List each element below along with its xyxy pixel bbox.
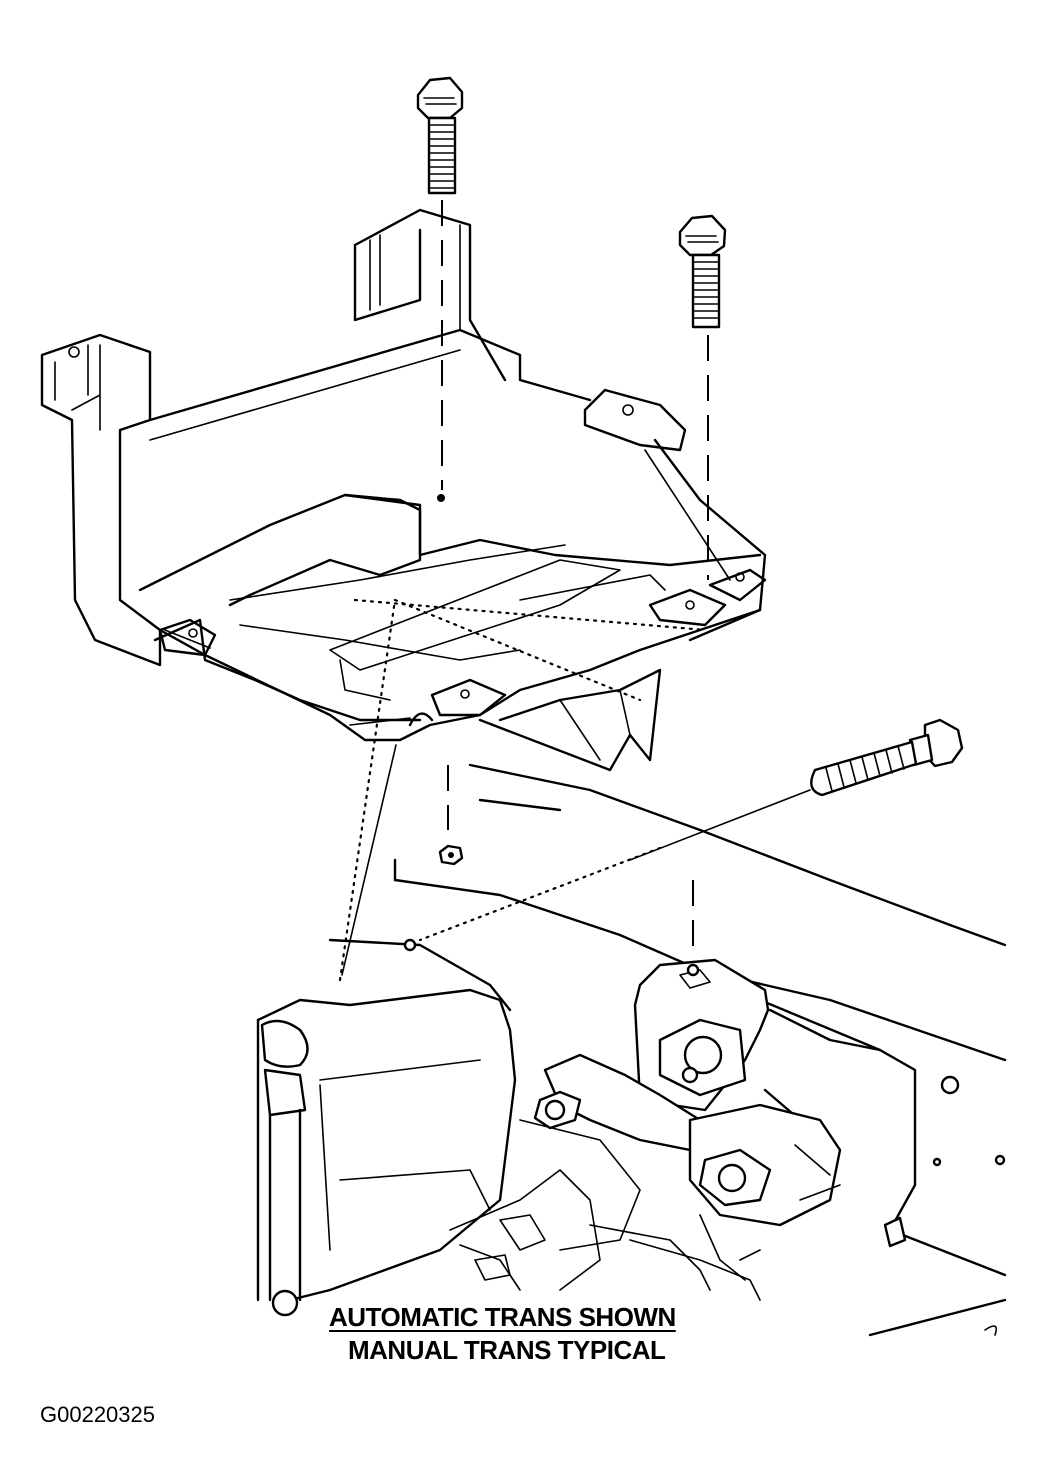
engine-mount (633, 958, 882, 1162)
caption-line-1: AUTOMATIC TRANS SHOWN (329, 1302, 676, 1332)
vehicle-frame (328, 763, 1007, 1337)
battery-tray (40, 208, 767, 772)
bolt-icon (678, 214, 727, 329)
nut-icon (438, 844, 464, 866)
caption-line-2: MANUAL TRANS TYPICAL (348, 1335, 666, 1365)
figure-id: G00220325 (40, 1402, 155, 1427)
transmission-case (256, 988, 761, 1317)
torque-strut (533, 1053, 842, 1227)
bolt-icon (810, 718, 964, 797)
bolt-icon (416, 76, 464, 195)
